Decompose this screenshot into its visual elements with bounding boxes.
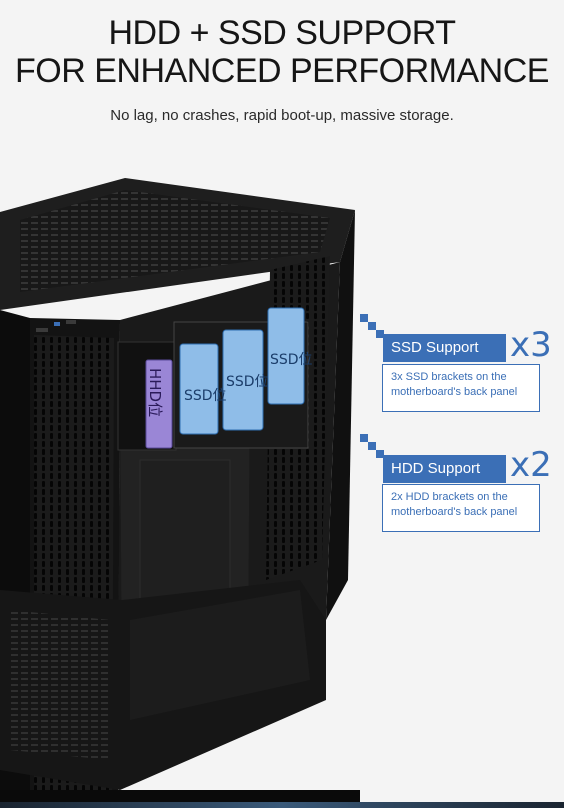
hdd-description: 2x HDD brackets on the motherboard's bac… <box>382 484 540 532</box>
hdd-bracket: HHD位 <box>117 341 177 451</box>
ssd-slot-label-2: SSD位 <box>226 374 269 390</box>
pixel-decoration <box>376 330 384 338</box>
hdd-support-title: HDD Support <box>383 455 506 483</box>
hdd-slot-label: HHD位 <box>146 368 164 417</box>
bottom-strip <box>0 802 564 808</box>
headline: HDD + SSD SUPPORT FOR ENHANCED PERFORMAN… <box>0 14 564 90</box>
pixel-decoration <box>376 450 384 458</box>
hdd-multiplier: x2 <box>510 445 552 485</box>
ssd-slot-label-3: SSD位 <box>270 352 313 368</box>
ssd-brackets: SSD位 SSD位 SSD位 <box>173 307 313 449</box>
pixel-decoration <box>368 322 376 330</box>
ssd-support-title: SSD Support <box>383 334 506 362</box>
ssd-multiplier: x3 <box>510 325 552 365</box>
pixel-decoration <box>360 434 368 442</box>
headline-line-1: HDD + SSD SUPPORT <box>108 14 456 52</box>
pc-case-illustration: HHD位 SSD位 SSD位 SSD位 <box>0 178 360 808</box>
pixel-decoration <box>360 314 368 322</box>
tagline: No lag, no crashes, rapid boot-up, massi… <box>110 107 454 124</box>
ssd-slot-label-1: SSD位 <box>184 388 227 404</box>
headline-line-2: FOR ENHANCED PERFORMANCE <box>15 52 549 90</box>
ssd-description: 3x SSD brackets on the motherboard's bac… <box>382 364 540 412</box>
pixel-decoration <box>368 442 376 450</box>
